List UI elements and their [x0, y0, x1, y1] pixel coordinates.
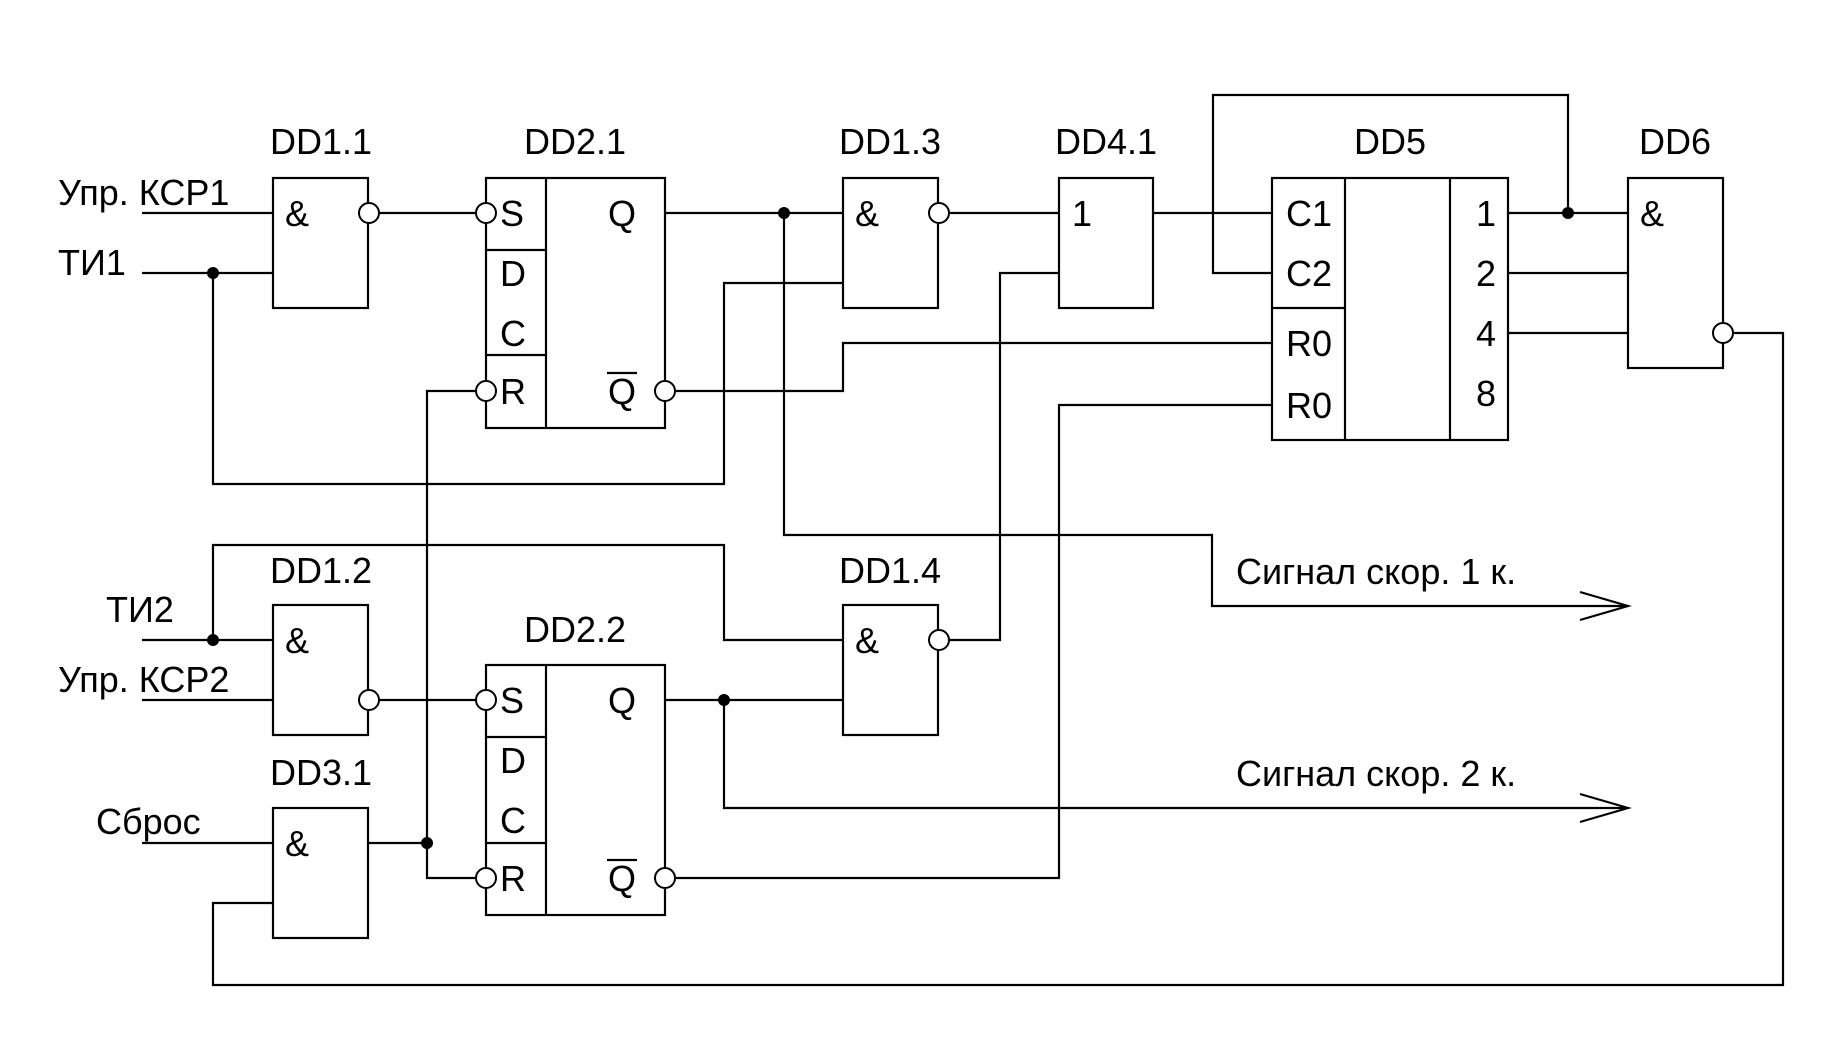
input-label-reset: Сброс	[96, 801, 201, 842]
gate-dd1-3-label: DD1.3	[839, 121, 941, 162]
arrow-signal2	[1579, 792, 1632, 824]
output-label-signal1: Сигнал скор. 1 к.	[1236, 551, 1516, 592]
wire-ti2-to-dd1-4	[211, 543, 843, 642]
trigger-dd2-1-qbar: Q	[608, 371, 636, 412]
counter-dd5-in-r0-2: R0	[1286, 385, 1332, 426]
gate-dd1-2-label: DD1.2	[270, 550, 372, 591]
trigger-dd2-2-pin-r: R	[500, 858, 526, 899]
trigger-dd2-1-q: Q	[608, 193, 636, 234]
gate-dd6-inversion	[1712, 322, 1734, 344]
gate-dd1-1-fn: &	[285, 193, 309, 234]
trigger-dd2-1-label: DD2.1	[524, 121, 626, 162]
wire-signal2	[722, 700, 1626, 810]
junction-dd5-out1	[1562, 207, 1574, 219]
trigger-dd2-1-pin-d: D	[500, 253, 526, 294]
trigger-dd2-2-r-inversion	[475, 867, 497, 889]
gate-dd4-1-label: DD4.1	[1055, 121, 1157, 162]
junction-dd2-1-q	[778, 207, 790, 219]
counter-dd5-out-1: 1	[1476, 193, 1496, 234]
trigger-dd2-2: DD2.2 S D C R Q Q	[475, 609, 676, 917]
gate-dd3-1-fn: &	[285, 823, 309, 864]
trigger-dd2-1-pin-c: C	[500, 313, 526, 354]
counter-dd5-in-c2: C2	[1286, 253, 1332, 294]
input-label-ti1: ТИ1	[58, 242, 126, 283]
junction-dd2-2-q	[718, 694, 730, 706]
counter-dd5: DD5 C1 C2 R0 R0 1 2 4 8	[1270, 121, 1510, 442]
wire-dd6-feedback	[211, 331, 1785, 987]
io-labels: Упр. КСР1 ТИ1 ТИ2 Упр. КСР2 Сброс Сигнал…	[58, 172, 1516, 842]
trigger-dd2-2-pin-s: S	[500, 680, 524, 721]
gate-dd4-1-fn: 1	[1072, 193, 1092, 234]
gate-dd1-4: DD1.4 &	[839, 550, 950, 737]
gate-dd1-4-fn: &	[855, 620, 879, 661]
junction-ti2	[207, 634, 219, 646]
trigger-dd2-2-s-inversion	[475, 689, 497, 711]
junction-ti1	[207, 267, 219, 279]
wire-dd2-2-qbar	[675, 403, 1272, 880]
gate-dd1-3-fn: &	[855, 193, 879, 234]
counter-dd5-out-8: 8	[1476, 373, 1496, 414]
gate-dd3-1-label: DD3.1	[270, 752, 372, 793]
gate-dd1-4-label: DD1.4	[839, 550, 941, 591]
trigger-dd2-2-pin-d: D	[500, 740, 526, 781]
output-label-signal2: Сигнал скор. 2 к.	[1236, 753, 1516, 794]
gate-dd6-fn: &	[1640, 193, 1664, 234]
wire-dd5-feedback	[1211, 93, 1570, 275]
counter-dd5-out-4: 4	[1476, 313, 1496, 354]
input-label-ti2: ТИ2	[106, 589, 174, 630]
junctions	[207, 207, 1574, 849]
input-label-upr-ksr1: Упр. КСР1	[58, 172, 229, 213]
gate-dd3-1: DD3.1 &	[270, 752, 372, 940]
trigger-dd2-1: DD2.1 S D C R Q Q	[475, 121, 676, 430]
wire-reset-to-dd2-2-r	[425, 843, 475, 880]
counter-dd5-in-r0-1: R0	[1286, 323, 1332, 364]
gate-dd1-1-label: DD1.1	[270, 121, 372, 162]
gate-dd1-2-inversion	[358, 689, 380, 711]
gate-dd6: DD6 &	[1626, 121, 1734, 370]
arrow-signal1	[1579, 590, 1632, 622]
junction-reset	[421, 837, 433, 849]
gate-dd1-4-inversion	[928, 629, 950, 651]
gate-dd1-2-fn: &	[285, 620, 309, 661]
trigger-dd2-2-qbar-inversion	[654, 867, 676, 889]
gate-dd1-3: DD1.3 &	[839, 121, 950, 310]
gate-dd4-1: DD4.1 1	[1055, 121, 1157, 310]
trigger-dd2-1-r-inversion	[475, 380, 497, 402]
wire-signal1	[782, 213, 1626, 608]
gate-dd1-2: DD1.2 &	[270, 550, 380, 737]
trigger-dd2-2-q: Q	[608, 680, 636, 721]
trigger-dd2-1-s-inversion	[475, 202, 497, 224]
counter-dd5-in-c1: C1	[1286, 193, 1332, 234]
trigger-dd2-2-qbar: Q	[608, 858, 636, 899]
input-label-upr-ksr2: Упр. КСР2	[58, 659, 229, 700]
gate-dd1-3-inversion	[928, 202, 950, 224]
wire-dd2-1-qbar	[675, 341, 1272, 393]
trigger-dd2-1-pin-r: R	[500, 371, 526, 412]
wire-dd1-4-to-dd4-1	[949, 271, 1059, 642]
counter-dd5-out-2: 2	[1476, 253, 1496, 294]
wires	[142, 93, 1785, 987]
trigger-dd2-2-pin-c: C	[500, 800, 526, 841]
counter-dd5-label: DD5	[1354, 121, 1426, 162]
wire-reset-net	[369, 389, 475, 845]
trigger-dd2-1-pin-s: S	[500, 193, 524, 234]
trigger-dd2-1-qbar-inversion	[654, 380, 676, 402]
gate-dd1-1-inversion	[358, 202, 380, 224]
gate-dd1-1: DD1.1 &	[270, 121, 380, 310]
trigger-dd2-2-label: DD2.2	[524, 609, 626, 650]
gate-dd6-label: DD6	[1639, 121, 1711, 162]
wire-ti1-to-dd1-3	[211, 273, 843, 486]
